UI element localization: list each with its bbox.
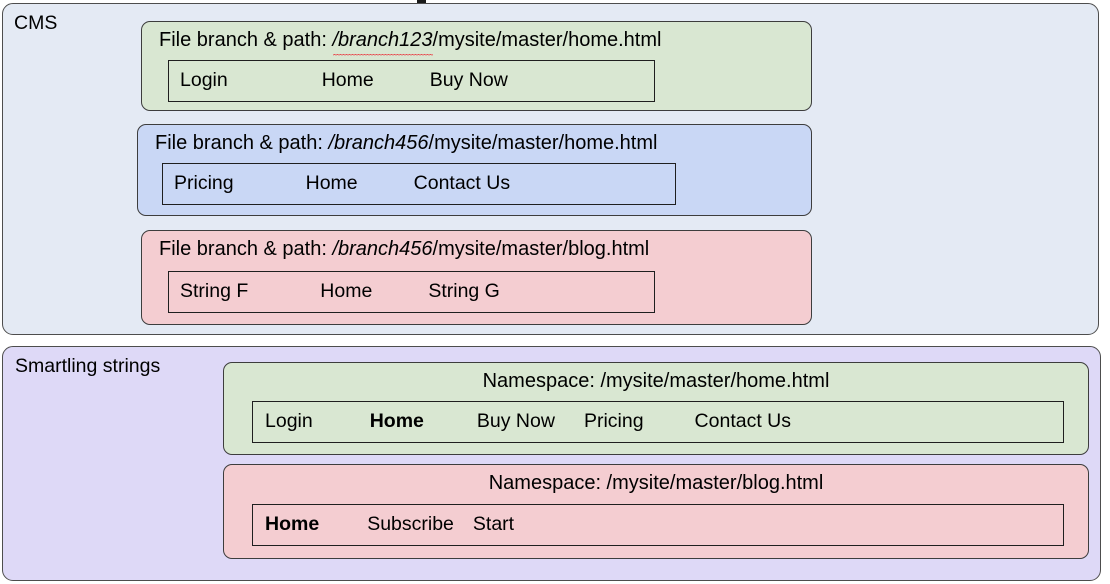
string-item[interactable]: Pricing: [174, 172, 234, 195]
file-branch-path-label: File branch & path:: [159, 29, 333, 51]
file-branch-path-label: File branch & path:: [159, 238, 333, 260]
string-item[interactable]: Pricing: [583, 410, 644, 433]
branch-name: /branch456: [328, 132, 429, 154]
file-path: /mysite/master/home.html: [428, 132, 658, 154]
smartling-strings-row-green: Login Home Buy Now Pricing Contact Us: [252, 401, 1064, 443]
string-item[interactable]: Buy Now: [429, 69, 508, 92]
string-item[interactable]: Home: [321, 69, 374, 92]
string-item[interactable]: Contact Us: [413, 172, 511, 195]
cms-strings-row-blue: Pricing Home Contact Us: [162, 163, 676, 205]
cms-panel: CMS File branch & path: /branch123/mysit…: [2, 3, 1099, 335]
cms-file-card-green[interactable]: File branch & path: /branch123/mysite/ma…: [141, 21, 812, 111]
string-item[interactable]: Home: [320, 280, 373, 303]
cms-file-card-green-title: File branch & path: /branch123/mysite/ma…: [142, 29, 811, 56]
string-item[interactable]: Login: [180, 69, 228, 92]
file-path: /mysite/master/home.html: [432, 29, 662, 51]
string-item[interactable]: String G: [428, 280, 500, 303]
string-item-active[interactable]: Home: [369, 410, 424, 433]
smartling-panel: Smartling strings Namespace: /mysite/mas…: [2, 346, 1101, 581]
string-item[interactable]: Buy Now: [476, 410, 555, 433]
string-item[interactable]: Home: [305, 172, 358, 195]
cms-panel-label: CMS: [14, 12, 58, 34]
cms-file-card-blue-title: File branch & path: /branch456/mysite/ma…: [138, 132, 811, 155]
smartling-namespace-title-pink: Namespace: /mysite/master/blog.html: [488, 472, 824, 494]
branch-name: /branch456: [332, 238, 433, 260]
string-item[interactable]: Login: [265, 410, 313, 433]
cms-strings-row-pink: String F Home String G: [168, 271, 655, 313]
smartling-namespace-card-green[interactable]: Namespace: /mysite/master/home.html Logi…: [223, 362, 1089, 455]
smartling-strings-row-pink: Home Subscribe Start: [252, 504, 1064, 546]
cut-off-title-fragment: [417, 0, 426, 4]
cms-file-card-pink-title: File branch & path: /branch456/mysite/ma…: [142, 238, 811, 261]
file-branch-path-label: File branch & path:: [155, 132, 329, 154]
smartling-panel-label: Smartling strings: [15, 355, 161, 377]
cms-file-card-pink[interactable]: File branch & path: /branch456/mysite/ma…: [141, 230, 812, 325]
smartling-namespace-card-pink[interactable]: Namespace: /mysite/master/blog.html Home…: [223, 464, 1089, 559]
string-item-active[interactable]: Home: [265, 513, 320, 536]
string-item[interactable]: Subscribe: [367, 513, 454, 536]
cms-file-card-blue[interactable]: File branch & path: /branch456/mysite/ma…: [137, 124, 812, 216]
string-item[interactable]: Start: [472, 513, 515, 536]
string-item[interactable]: String F: [180, 280, 249, 303]
cms-strings-row-green: Login Home Buy Now: [168, 60, 655, 102]
file-path: /mysite/master/blog.html: [432, 238, 650, 260]
string-item[interactable]: Contact Us: [694, 410, 791, 433]
branch-name-spellchecked: /branch123: [332, 29, 433, 56]
smartling-namespace-title-green: Namespace: /mysite/master/home.html: [482, 370, 830, 392]
